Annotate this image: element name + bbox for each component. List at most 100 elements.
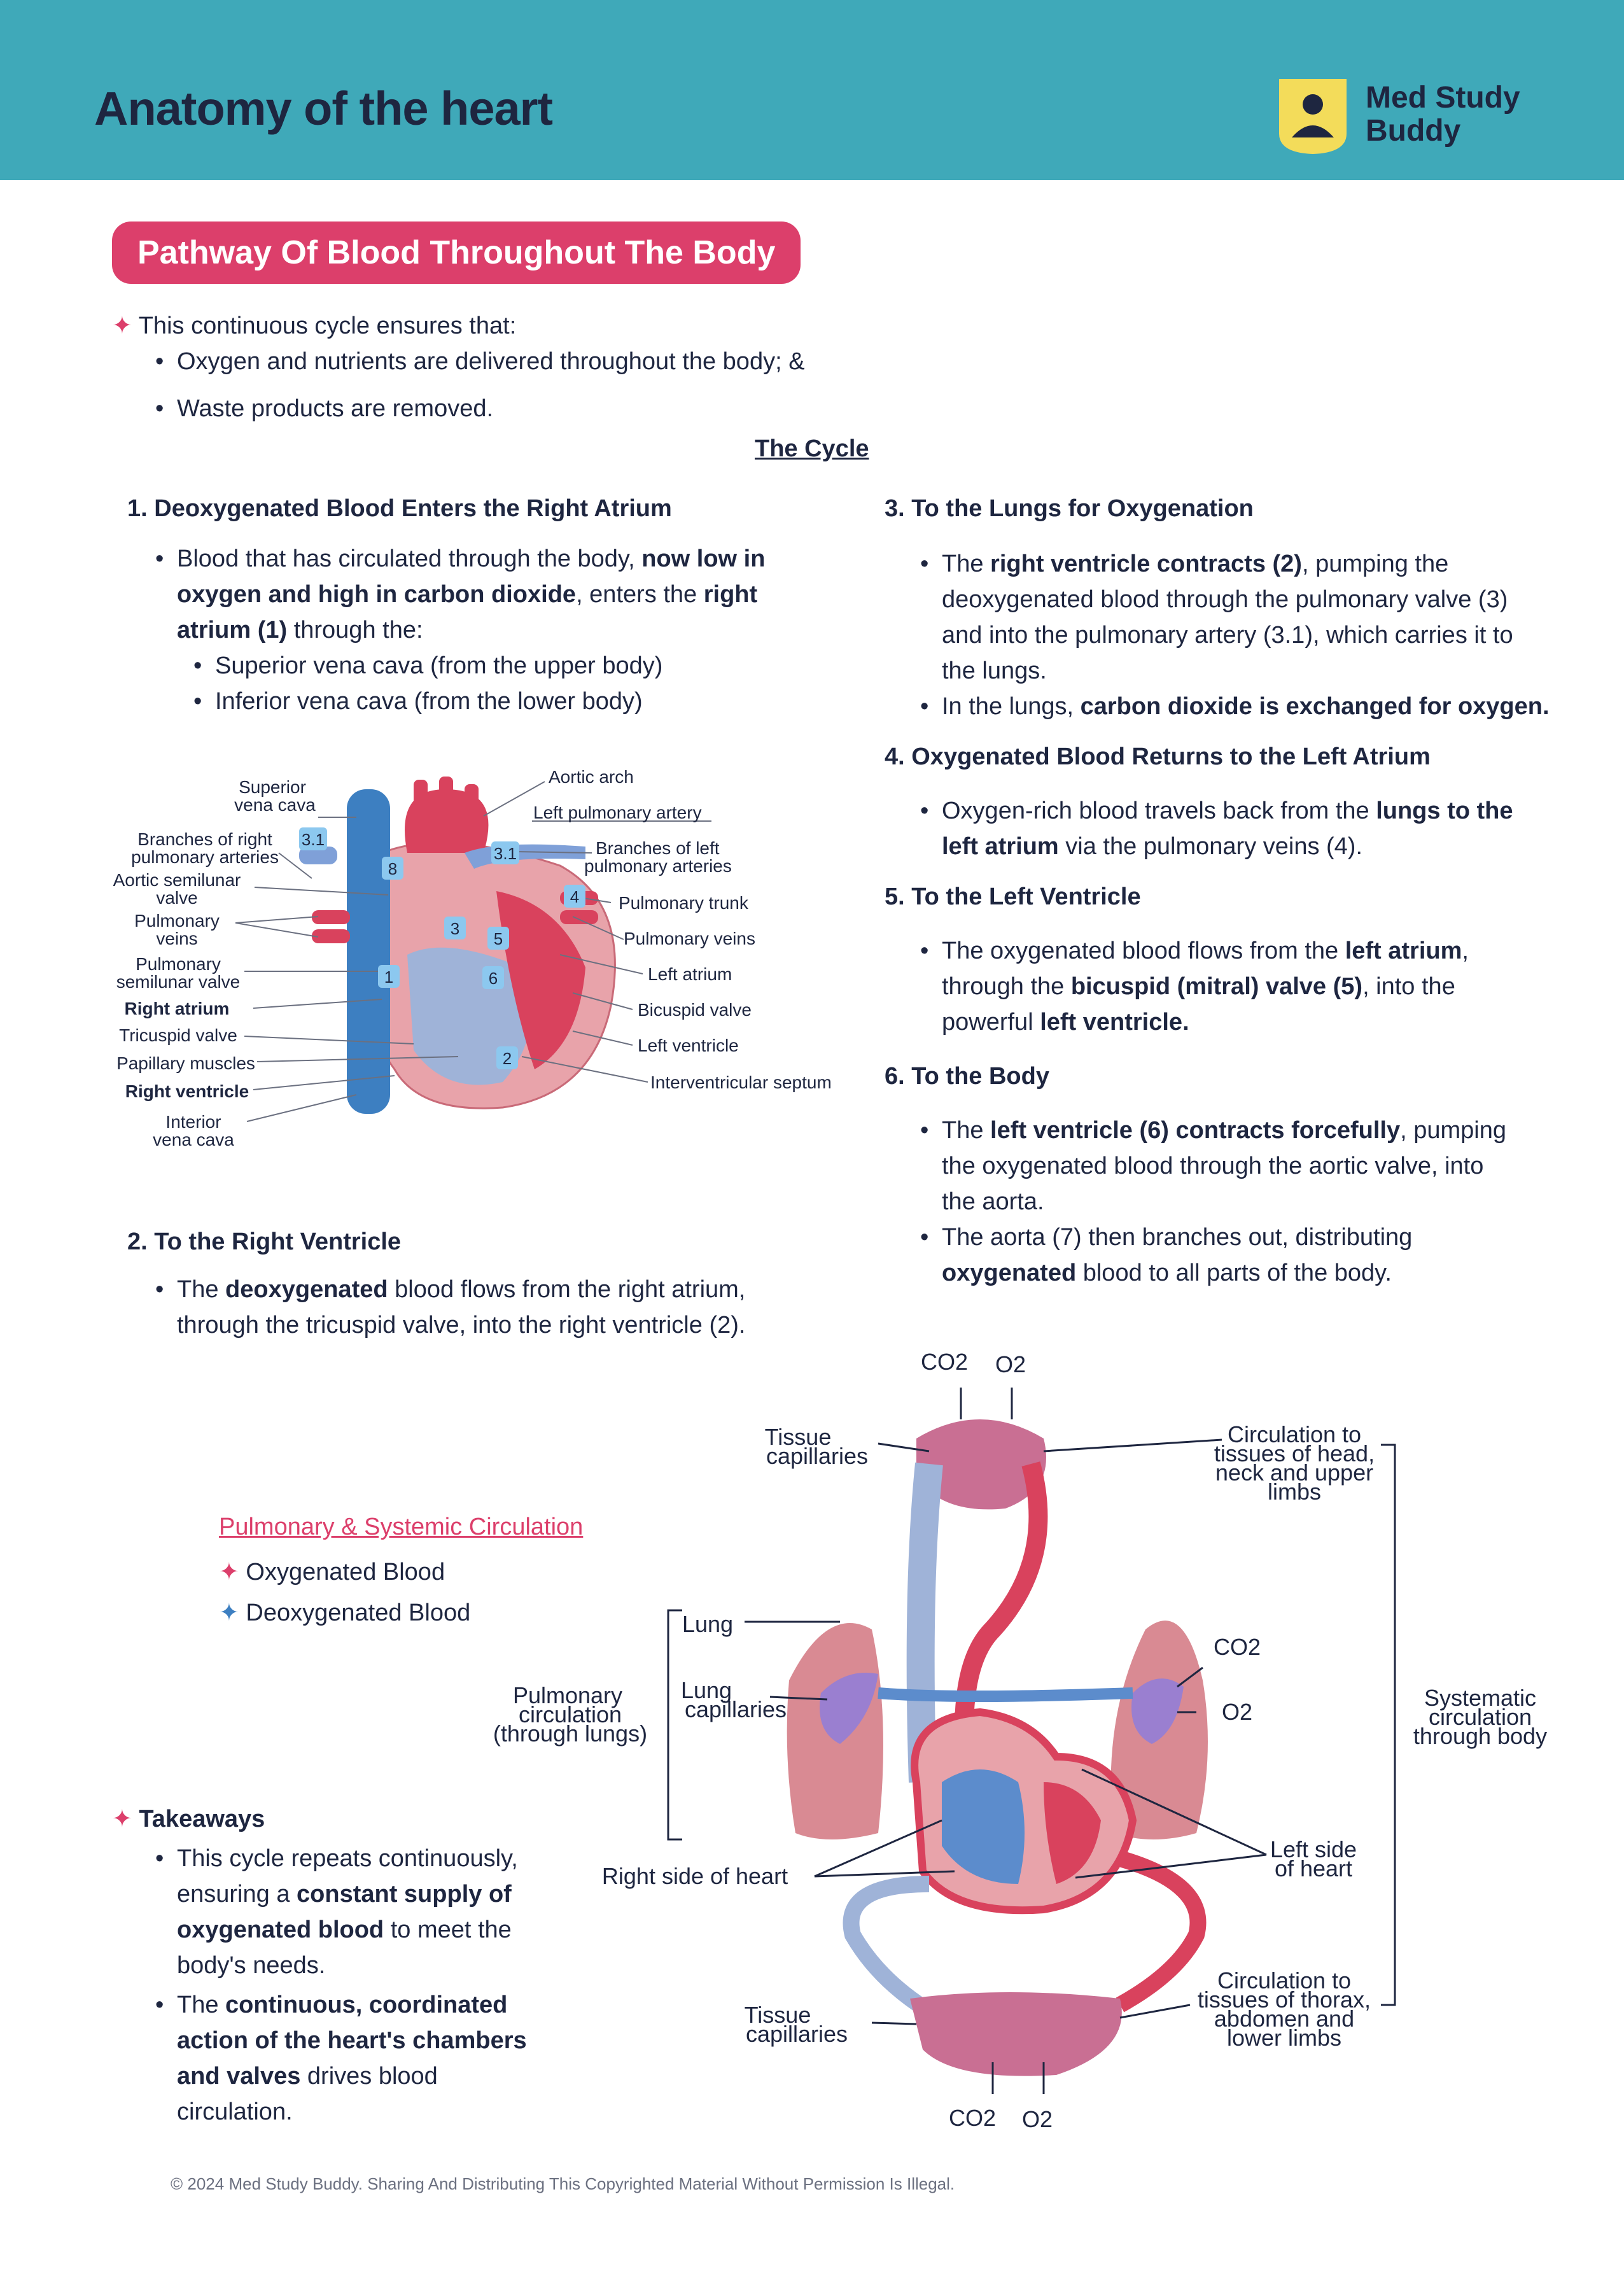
label-pulmonary-valve: semilunar valve — [116, 972, 241, 992]
badge-label: 8 — [388, 859, 397, 878]
step-1-heading: 1. Deoxygenated Blood Enters the Right A… — [127, 495, 672, 522]
right-heart-chamber — [942, 1769, 1025, 1884]
text-run-bold: right ventricle contracts (2) — [990, 551, 1302, 577]
pulmonary-vein-l — [312, 910, 350, 924]
tissue-capillaries-top — [916, 1419, 1046, 1510]
label-right-atrium: Right atrium — [125, 999, 230, 1018]
text-run: via the pulmonary veins (4). — [1058, 833, 1363, 860]
lung-capillaries-right — [820, 1673, 878, 1744]
aorta-branch — [439, 777, 453, 802]
text-run: to meet the body's needs. — [177, 1916, 512, 1979]
legend-deoxygenated-label: Deoxygenated Blood — [246, 1600, 471, 1626]
label-thorax: lower limbs — [1227, 2025, 1341, 2051]
heart-diagram: 3.1 8 3.1 4 3 5 1 6 2 Superior vena cava… — [113, 767, 832, 1150]
step-3-heading: 3. To the Lungs for Oxygenation — [885, 495, 1254, 522]
text-run-bold: carbon dioxide is exchanged for oxygen. — [1080, 693, 1550, 720]
label-thorax: tissues of thorax, — [1198, 1986, 1371, 2013]
label-aortic-valve: valve — [156, 888, 197, 908]
left-ventricle-chamber — [496, 891, 585, 1069]
label-thorax: Circulation to — [1217, 1967, 1351, 1993]
pulmonary-vein-r — [560, 910, 598, 924]
label-head: neck and upper — [1215, 1459, 1373, 1486]
label-systemic: through body — [1413, 1723, 1547, 1749]
text-run-bold: lungs to the left atrium — [942, 798, 1513, 860]
badge-label: 5 — [494, 929, 503, 948]
label-inferior-vena-cava: Interior — [165, 1112, 221, 1132]
intro-lead-text: This continuous cycle ensures that: — [138, 313, 517, 339]
tissue-capillaries-bottom — [910, 1992, 1122, 2076]
label-o2-bottom: O2 — [1022, 2106, 1053, 2132]
text-run-bold: continuous, coordinated action of the he… — [177, 1992, 527, 2090]
label-pulmonary-trunk: Pulmonary trunk — [619, 893, 749, 913]
page-title: Anatomy of the heart — [94, 82, 553, 135]
label-branches-right: pulmonary arteries — [131, 847, 279, 867]
label-left-ventricle: Left ventricle — [638, 1036, 739, 1055]
text-run-bold: left atrium — [1345, 938, 1462, 964]
text-run: Blood that has circulated through the bo… — [177, 545, 642, 572]
label-pulmonary-circulation: (through lungs) — [493, 1720, 647, 1747]
left-heart-chamber — [1044, 1782, 1101, 1884]
text-run-bold: bicuspid (mitral) valve (5) — [1070, 973, 1363, 1000]
vein-lower — [843, 1876, 934, 2019]
label-tissue-top: capillaries — [766, 1443, 868, 1469]
label-superior-vena-cava: Superior — [239, 777, 306, 797]
legend-oxygenated-label: Oxygenated Blood — [246, 1559, 445, 1585]
sparkle-icon: ✦ — [219, 1559, 239, 1585]
copyright-footer: © 2024 Med Study Buddy. Sharing And Dist… — [171, 2174, 955, 2193]
label-thorax: abdomen and — [1214, 2006, 1354, 2032]
step-6-heading: 6. To the Body — [885, 1063, 1049, 1090]
text-run: drives blood circulation. — [177, 2063, 438, 2125]
label-tissue-bottom: capillaries — [746, 2021, 848, 2047]
label-inferior-vena-cava: vena cava — [153, 1130, 234, 1150]
header-bar — [0, 0, 1624, 180]
aorta-branch — [465, 784, 479, 810]
step-2-text: The deoxygenated blood flows from the ri… — [155, 1272, 788, 1343]
sparkle-icon: ✦ — [112, 1806, 132, 1832]
label-left-atrium: Left atrium — [648, 964, 732, 984]
text-run: blood to all parts of the body. — [1076, 1260, 1392, 1286]
step-4-heading: 4. Oxygenated Blood Returns to the Left … — [885, 743, 1431, 770]
label-right-side: Right side of heart — [602, 1863, 788, 1889]
step-6-text-2: The aorta (7) then branches out, distrib… — [920, 1220, 1515, 1291]
label-right-ventricle: Right ventricle — [125, 1081, 249, 1101]
section-title: Pathway Of Blood Throughout The Body — [112, 221, 801, 284]
label-pulmonary-veins: Pulmonary — [134, 911, 220, 931]
right-pulmonary-branch — [299, 847, 337, 864]
text-run: through the: — [287, 617, 423, 643]
label-systemic: Systematic — [1424, 1685, 1536, 1711]
label-branches-left: pulmonary arteries — [584, 856, 732, 876]
label-tricuspid: Tricuspid valve — [119, 1025, 237, 1045]
step-1-sub: Superior vena cava (from the upper body) — [193, 648, 662, 684]
text-run: , pumping the deoxygenated blood through… — [942, 551, 1513, 684]
label-tissue-bottom: Tissue — [745, 2002, 811, 2028]
label-left-side: Left side — [1270, 1836, 1357, 1862]
text-run: The aorta (7) then branches out, distrib… — [942, 1224, 1413, 1251]
text-run: The — [177, 1992, 226, 2018]
label-left-pulmonary-artery: Left pulmonary artery — [533, 803, 702, 822]
label-co2-top: CO2 — [921, 1349, 968, 1375]
badge-label: 4 — [570, 887, 579, 906]
label-branches-right: Branches of right — [137, 829, 272, 849]
text-run-bold: right atrium (1) — [177, 581, 758, 643]
text-run: Oxygen-rich blood travels back from the — [942, 798, 1376, 824]
badge-label: 1 — [384, 967, 393, 987]
pulmonary-arteries — [878, 1687, 1133, 1702]
label-bicuspid: Bicuspid valve — [638, 1000, 752, 1020]
text-run: In the lungs, — [942, 693, 1081, 720]
takeaways-title: Takeaways — [139, 1806, 265, 1832]
label-head: tissues of head, — [1214, 1440, 1375, 1466]
step-3-text-2: In the lungs, carbon dioxide is exchange… — [920, 689, 1553, 724]
label-left-side: of heart — [1275, 1855, 1352, 1881]
label-aortic-valve: Aortic semilunar — [113, 870, 241, 890]
label-systemic: circulation — [1429, 1704, 1532, 1730]
legend-deoxygenated: ✦ Deoxygenated Blood — [219, 1595, 470, 1631]
label-pulmonary-circulation: circulation — [519, 1701, 622, 1727]
cycle-title: The Cycle — [755, 435, 869, 462]
step-4-text: Oxygen-rich blood travels back from the … — [920, 793, 1553, 864]
label-lung-capillaries: Lung — [681, 1677, 732, 1703]
badge-label: 6 — [489, 969, 498, 988]
text-run: , enters the — [576, 581, 704, 608]
intro-bullet: Waste products are removed. — [155, 391, 493, 426]
takeaway-2: The continuous, coordinated action of th… — [155, 1987, 533, 2130]
label-o2-right: O2 — [1222, 1699, 1252, 1725]
